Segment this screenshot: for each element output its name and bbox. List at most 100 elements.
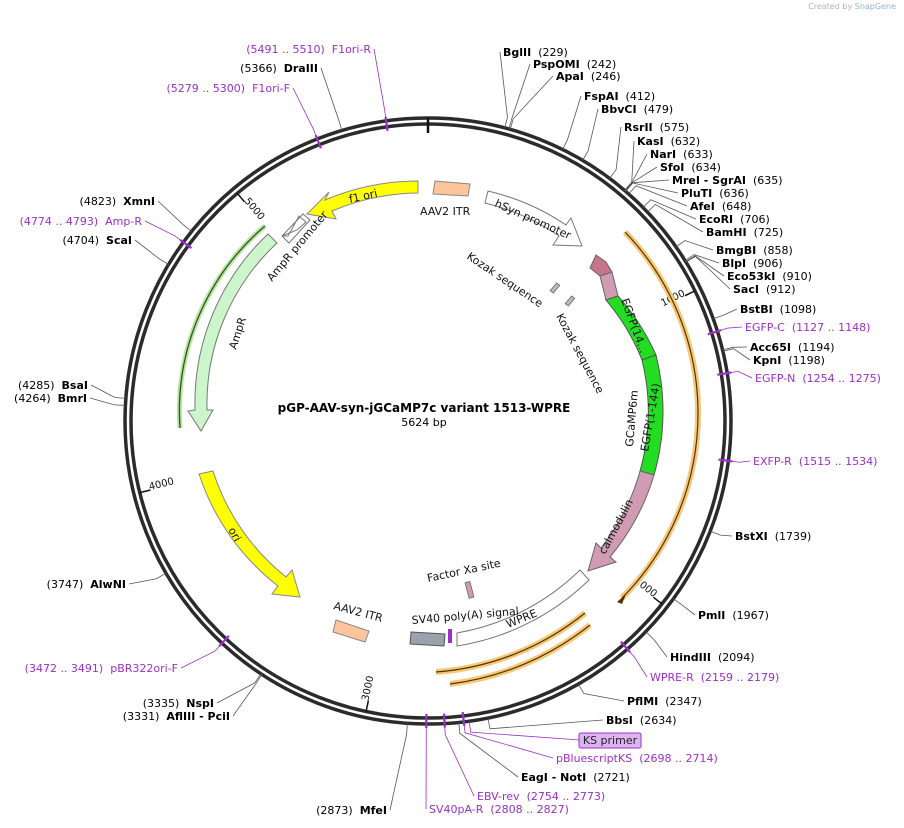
- label-suffix: - SgrAI: [700, 174, 746, 187]
- leader-line-20: [722, 346, 748, 351]
- label-position: (4774 .. 4793): [20, 215, 99, 228]
- primer-label-30[interactable]: KS primer: [583, 734, 638, 747]
- calmodulin-feature[interactable]: [587, 470, 655, 572]
- label-position: (5279 .. 5300): [167, 82, 246, 95]
- enzyme-label-11[interactable]: AfeI (648): [690, 200, 751, 213]
- primer-mark-22: [717, 371, 732, 376]
- enzyme-label-24[interactable]: BstXI (1739): [735, 530, 811, 543]
- enzyme-label-21[interactable]: KpnI (1198): [753, 354, 825, 367]
- enzyme-label-14[interactable]: BmgBI (858): [716, 244, 793, 257]
- leader-line-26: [645, 631, 668, 658]
- primer-label-22[interactable]: EGFP-N (1254 .. 1275): [755, 372, 881, 385]
- primer-label-19[interactable]: EGFP-C (1127 .. 1148): [745, 321, 870, 334]
- enzyme-label-17[interactable]: SacI (912): [733, 283, 796, 296]
- primer-label-38[interactable]: (3472 .. 3491) pBR322ori-F: [25, 662, 178, 675]
- enzyme-label-5[interactable]: RsrII (575): [624, 121, 689, 134]
- enzyme-label-10[interactable]: PluTI (636): [681, 187, 749, 200]
- primer-label-27[interactable]: WPRE-R (2159 .. 2179): [650, 671, 779, 684]
- label-position: (1198): [788, 354, 825, 367]
- label-name: WPRE-R: [650, 671, 694, 684]
- enzyme-label-39[interactable]: (3747) AlwNI: [47, 578, 126, 591]
- ks-primer-box[interactable]: [578, 732, 642, 749]
- enzyme-label-2[interactable]: ApaI (246): [556, 70, 621, 83]
- label-name: ApaI: [556, 70, 584, 83]
- enzyme-label-1[interactable]: PspOMI (242): [533, 58, 616, 71]
- primer-label-43[interactable]: (4774 .. 4793) Amp-R: [20, 215, 143, 228]
- leader-line-15: [684, 254, 720, 264]
- label-name: ScaI: [106, 234, 132, 247]
- hsyn-promoter-feature[interactable]: [484, 190, 583, 247]
- primer-label-47[interactable]: (5491 .. 5510) F1ori-R: [246, 43, 371, 56]
- gcamp-outer-arc-core: [621, 231, 699, 599]
- enzyme-label-6[interactable]: KasI (632): [637, 135, 700, 148]
- primer-label-34[interactable]: SV40pA-R (2808 .. 2827): [429, 803, 569, 816]
- aav2-itr-feature-bottom[interactable]: [332, 619, 370, 643]
- label-name: MreI: [672, 174, 700, 187]
- enzyme-label-3[interactable]: FspAI (412): [584, 90, 655, 103]
- primer-label-45[interactable]: (5279 .. 5300) F1ori-F: [167, 82, 291, 95]
- enzyme-label-44[interactable]: (4823) XmnI: [80, 195, 155, 208]
- label-position: (1967): [732, 609, 769, 622]
- aav2-itr-feature-top[interactable]: [432, 180, 471, 197]
- enzyme-label-40[interactable]: (4285) BsaI: [18, 379, 88, 392]
- ruler-label-4000: 4000: [148, 476, 175, 493]
- label-name: BmgBI: [716, 244, 756, 257]
- enzyme-label-8[interactable]: SfoI (634): [660, 161, 721, 174]
- credit-line: Created by SnapGene: [808, 2, 896, 11]
- leader-line-12: [642, 199, 697, 220]
- enzyme-label-29[interactable]: BbsI (2634): [606, 714, 676, 727]
- enzyme-label-7[interactable]: NarI (633): [650, 148, 713, 161]
- enzyme-label-46[interactable]: (5366) DraIII: [240, 62, 318, 75]
- f1-ori-feature[interactable]: [305, 180, 419, 220]
- label-suffix: - PciI: [195, 710, 230, 723]
- label-name: MfeI: [360, 804, 387, 817]
- enzyme-label-20[interactable]: Acc65I (1194): [750, 341, 835, 354]
- label-position: (3472 .. 3491): [25, 662, 104, 675]
- enzyme-label-15[interactable]: BlpI (906): [722, 257, 783, 270]
- ampr-feature[interactable]: [187, 233, 278, 432]
- label-position: (2698 .. 2714): [639, 752, 718, 765]
- enzyme-label-36[interactable]: (3335) NspI: [143, 697, 214, 710]
- ruler-label-3000: 3000: [360, 675, 376, 702]
- enzyme-label-32[interactable]: EagI - NotI (2721): [521, 771, 630, 784]
- enzyme-label-9[interactable]: MreI - SgrAI (635): [672, 174, 783, 187]
- polya-purple-mark: [448, 629, 452, 643]
- leader-line-3: [562, 95, 582, 150]
- enzyme-label-16[interactable]: Eco53kI (910): [727, 270, 812, 283]
- label-position: (2159 .. 2179): [701, 671, 780, 684]
- enzyme-label-18[interactable]: BstBI (1098): [740, 303, 816, 316]
- gcamp-segment-2[interactable]: [599, 271, 619, 301]
- enzyme-label-13[interactable]: BamHI (725): [706, 226, 783, 239]
- label-position: (1098): [780, 303, 817, 316]
- enzyme-label-12[interactable]: EcoRI (706): [699, 213, 770, 226]
- primer-label-33[interactable]: EBV-rev (2754 .. 2773): [477, 790, 605, 803]
- enzyme-label-25[interactable]: PmlI (1967): [698, 609, 769, 622]
- wpre-feature[interactable]: [456, 569, 590, 647]
- ori-feature[interactable]: [198, 470, 301, 598]
- enzyme-label-41[interactable]: (4264) BmrI: [14, 392, 87, 405]
- enzyme-label-0[interactable]: BglII (229): [503, 46, 568, 59]
- ampr-promoter-feature[interactable]: [281, 213, 311, 244]
- plasmid-length: 5624 bp: [401, 416, 446, 429]
- polya-feature[interactable]: [409, 631, 446, 647]
- kozak-mark-2: [564, 295, 576, 307]
- primer-mark-38: [218, 635, 230, 647]
- label-position: (4704): [62, 234, 99, 247]
- enzyme-label-35[interactable]: (2873) MfeI: [316, 804, 387, 817]
- primer-label-31[interactable]: pBluescriptKS (2698 .. 2714): [556, 752, 718, 765]
- enzyme-label-28[interactable]: PflMI (2347): [627, 695, 702, 708]
- enzyme-label-37[interactable]: (3331) AflIII - PciI: [123, 710, 230, 723]
- enzyme-label-26[interactable]: HindIII (2094): [670, 651, 755, 664]
- label-name: BstXI: [735, 530, 768, 543]
- enzyme-label-42[interactable]: (4704) ScaI: [62, 234, 132, 247]
- label-name: Amp-R: [105, 215, 142, 228]
- ruler-tick-5000: [236, 192, 245, 203]
- egfp-14-label: EGFP(14...: [618, 297, 650, 355]
- leader-line-39: [128, 572, 167, 585]
- enzyme-label-4[interactable]: BbvCI (479): [601, 103, 673, 116]
- label-name: DraIII: [284, 62, 318, 75]
- primer-label-23[interactable]: EXFP-R (1515 .. 1534): [753, 455, 877, 468]
- label-name: KS primer: [583, 734, 638, 747]
- factor-xa-mark: [464, 581, 475, 599]
- ruler-tick-3000: [365, 700, 370, 712]
